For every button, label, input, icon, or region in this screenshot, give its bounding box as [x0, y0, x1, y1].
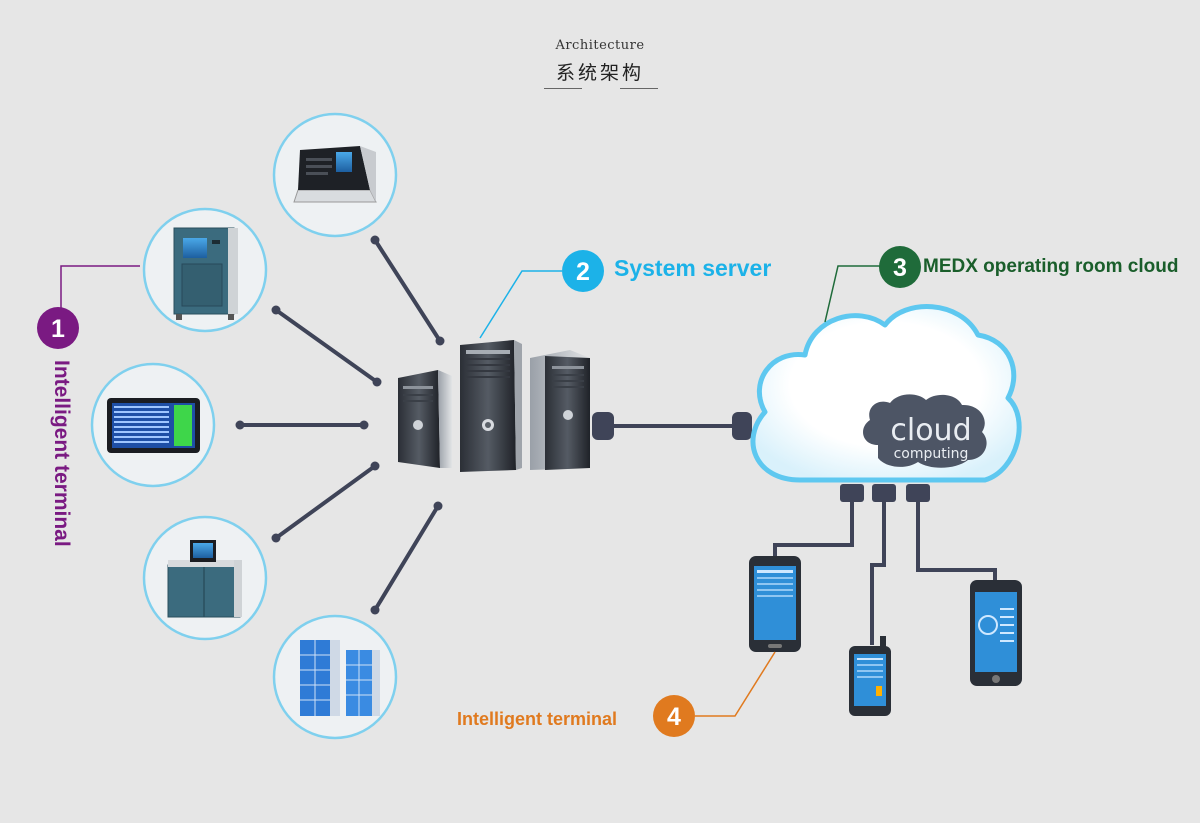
node-4-number: 4: [667, 703, 681, 731]
node-3-label: MEDX operating room cloud: [923, 256, 1179, 277]
callout-line-3: [824, 265, 880, 323]
desktop-terminal-icon: [293, 146, 377, 203]
node-4-badge: [653, 695, 695, 737]
title-rule-left: [544, 88, 582, 89]
cloud-badge-line1: cloud: [890, 413, 971, 448]
node-1-number: 1: [51, 315, 65, 343]
connector-device-1: [373, 238, 442, 343]
cloud-badge: [863, 394, 987, 468]
connector-device-5: [373, 504, 440, 612]
server-cloud-cable: [592, 412, 752, 440]
smartphone-icon: [749, 556, 801, 652]
connector-device-2: [274, 308, 379, 384]
node-2-number: 2: [576, 258, 590, 286]
node-3-number: 3: [893, 254, 907, 282]
connector-dot: [435, 336, 445, 346]
connector-dot: [433, 501, 443, 511]
bench-cabinet-icon: [167, 540, 242, 618]
node-1-label: Intelligent terminal: [50, 360, 73, 547]
cloud-phone-cables: [773, 500, 997, 645]
handheld-scanner-icon: [849, 636, 891, 716]
connector-dot: [359, 420, 369, 430]
connector-dot: [370, 605, 380, 615]
connector-device-4: [274, 464, 377, 540]
callout-line-1: [60, 265, 140, 308]
connector-dot: [370, 235, 380, 245]
title-chinese: 系统架构: [555, 62, 644, 84]
cloud-badge-line2: computing: [894, 446, 969, 462]
wall-display-monitor-icon: [107, 398, 200, 453]
device-connectors: [235, 235, 445, 615]
storage-locker-icon: [300, 640, 380, 716]
title-english: Architecture: [555, 38, 645, 53]
node-1-badge: [37, 307, 79, 349]
cloud-connectors: [840, 484, 930, 502]
connector-dot: [372, 377, 382, 387]
callout-line-4: [695, 651, 776, 717]
connector-dot: [271, 305, 281, 315]
smartphone-icon: [970, 580, 1022, 686]
title-rule-right: [620, 88, 658, 89]
node-3-badge: [879, 246, 921, 288]
tall-cabinet-icon: [173, 227, 238, 320]
node-2-badge: [562, 250, 604, 292]
node-2-label: System server: [614, 255, 772, 281]
connector-dot: [235, 420, 245, 430]
server-tower-icon: [398, 340, 590, 472]
connector-dot: [370, 461, 380, 471]
cloud-icon: [750, 304, 1022, 483]
node-4-label: Intelligent terminal: [457, 709, 618, 729]
callout-line-2: [479, 270, 562, 339]
connector-dot: [271, 533, 281, 543]
